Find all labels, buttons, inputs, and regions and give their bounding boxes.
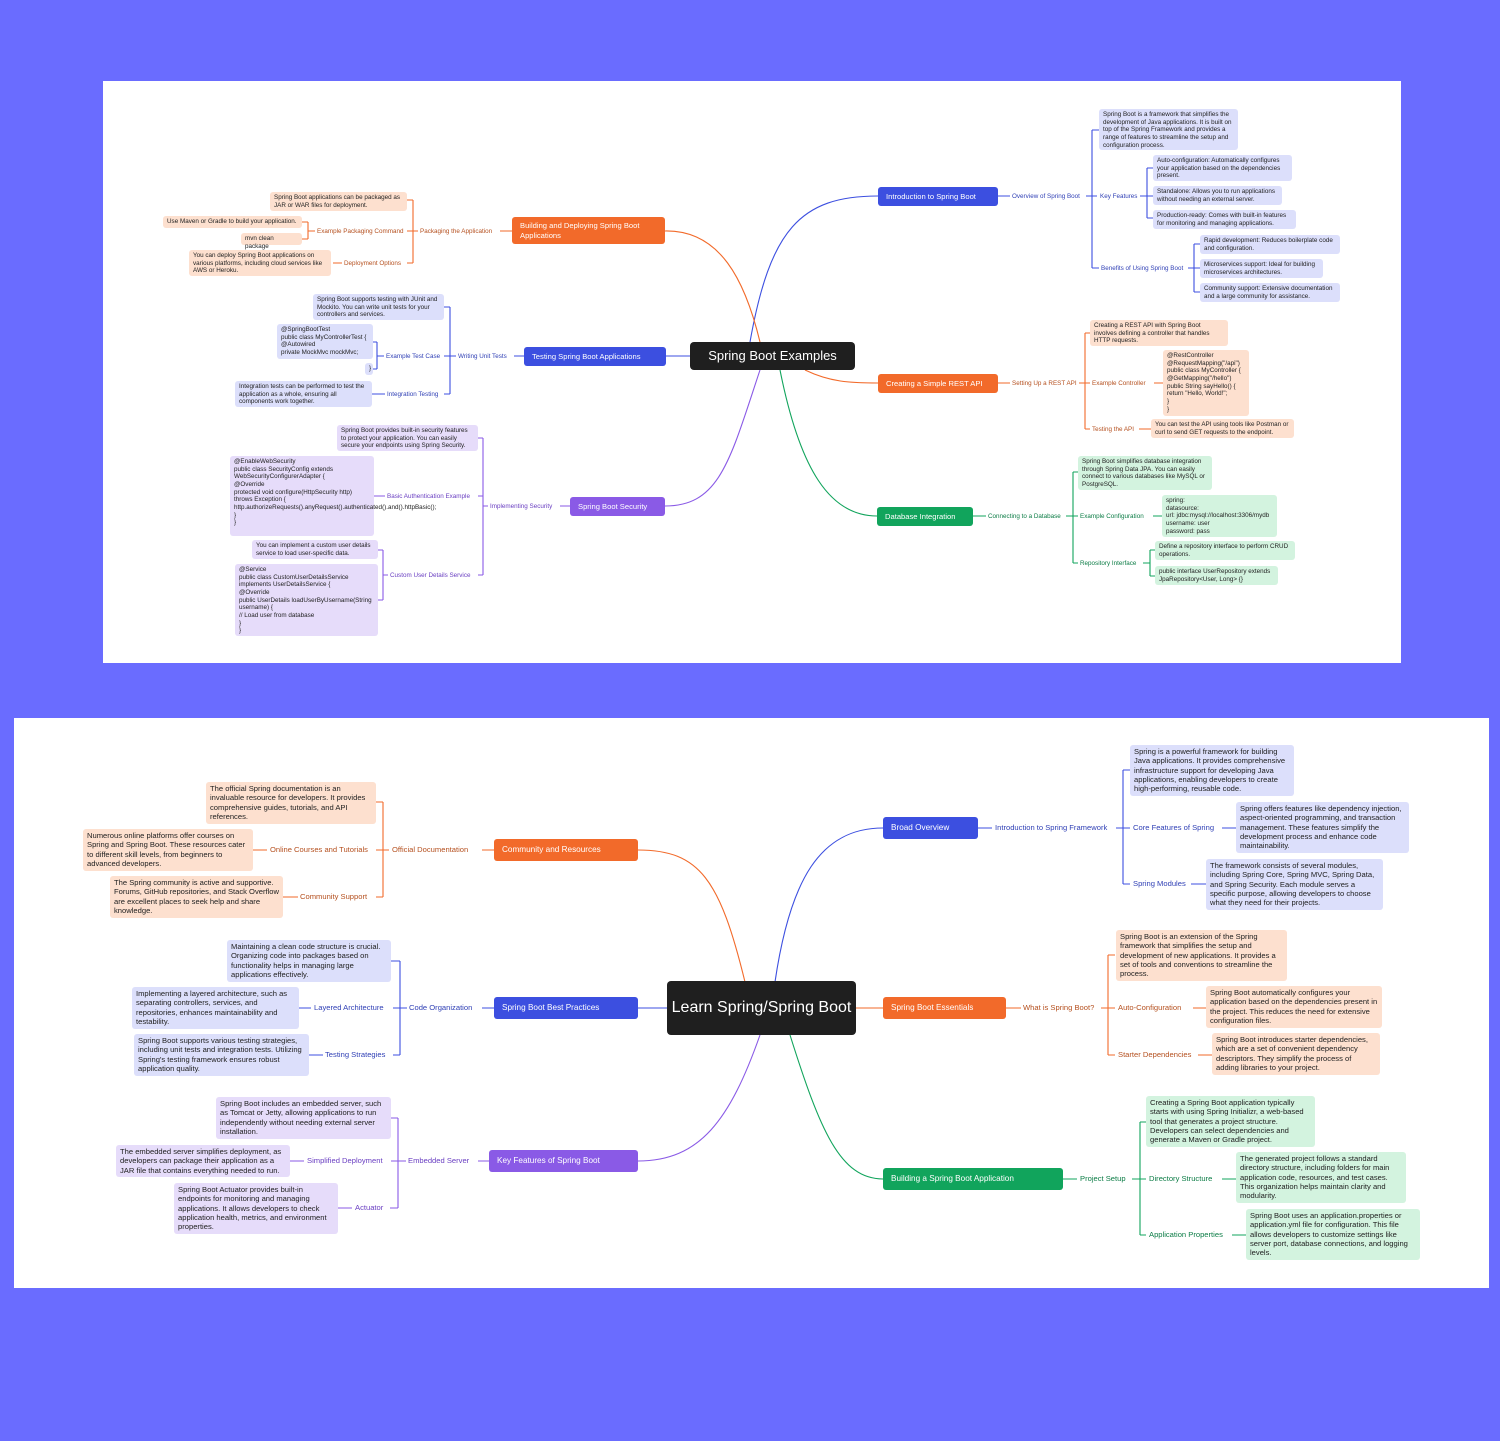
properties-desc[interactable]: Spring Boot uses an application.properti…: [1246, 1209, 1420, 1260]
topic-connecting-db[interactable]: Connecting to a Database: [986, 511, 1063, 522]
topic-auto-configuration[interactable]: Auto-Configuration: [1116, 1002, 1184, 1014]
topic-example-controller[interactable]: Example Controller: [1090, 378, 1148, 389]
branch-essentials[interactable]: Spring Boot Essentials: [883, 997, 1006, 1019]
maven-gradle-note[interactable]: Use Maven or Gradle to build your applic…: [163, 216, 302, 228]
topic-packaging[interactable]: Packaging the Application: [418, 226, 495, 237]
topic-example-config[interactable]: Example Configuration: [1078, 511, 1146, 522]
controller-code[interactable]: @RestController @RequestMapping("/api") …: [1163, 350, 1249, 416]
topic-project-setup[interactable]: Project Setup: [1078, 1173, 1128, 1185]
branch-building-deploying[interactable]: Building and Deploying Spring Boot Appli…: [512, 217, 665, 244]
test-case-close[interactable]: }: [365, 363, 373, 375]
topic-setup-rest[interactable]: Setting Up a REST API: [1010, 378, 1079, 389]
testing-api-desc[interactable]: You can test the API using tools like Po…: [1151, 419, 1294, 438]
topic-starter-dependencies[interactable]: Starter Dependencies: [1116, 1049, 1194, 1061]
test-case-code[interactable]: @SpringBootTest public class MyControlle…: [277, 324, 373, 359]
branch-introduction[interactable]: Introduction to Spring Boot: [878, 187, 998, 206]
topic-implementing-security[interactable]: Implementing Security: [488, 501, 555, 512]
topic-unit-tests[interactable]: Writing Unit Tests: [456, 351, 509, 362]
topic-actuator[interactable]: Actuator: [353, 1202, 386, 1214]
topic-packaging-command[interactable]: Example Packaging Command: [315, 226, 406, 237]
topic-application-properties[interactable]: Application Properties: [1147, 1229, 1225, 1241]
spring-desc[interactable]: Spring is a powerful framework for build…: [1130, 745, 1294, 796]
security-desc[interactable]: Spring Boot provides built-in security f…: [337, 425, 478, 451]
embedded-desc[interactable]: Spring Boot includes an embedded server,…: [216, 1097, 391, 1139]
benefit-microservices[interactable]: Microservices support: Ideal for buildin…: [1200, 259, 1323, 278]
benefit-rapid[interactable]: Rapid development: Reduces boilerplate c…: [1200, 235, 1340, 254]
integration-desc[interactable]: Integration tests can be performed to te…: [235, 381, 372, 407]
topic-online-courses[interactable]: Online Courses and Tutorials: [268, 844, 370, 856]
topic-intro-spring[interactable]: Introduction to Spring Framework: [993, 822, 1110, 834]
topic-overview[interactable]: Overview of Spring Boot: [1010, 191, 1082, 202]
topic-directory-structure[interactable]: Directory Structure: [1147, 1173, 1215, 1185]
modules-desc[interactable]: The framework consists of several module…: [1206, 859, 1383, 910]
topic-benefits[interactable]: Benefits of Using Spring Boot: [1099, 263, 1186, 274]
topic-community-support[interactable]: Community Support: [298, 891, 370, 903]
unit-tests-desc[interactable]: Spring Boot supports testing with JUnit …: [313, 294, 444, 320]
layered-desc[interactable]: Implementing a layered architecture, suc…: [132, 987, 299, 1029]
basic-auth-code[interactable]: @EnableWebSecurity public class Security…: [230, 456, 436, 536]
branch-best-practices[interactable]: Spring Boot Best Practices: [494, 997, 638, 1019]
project-setup-desc[interactable]: Creating a Spring Boot application typic…: [1146, 1096, 1315, 1147]
topic-custom-user-details[interactable]: Custom User Details Service: [388, 570, 473, 581]
simplified-desc[interactable]: The embedded server simplifies deploymen…: [116, 1145, 290, 1177]
kf-standalone[interactable]: Standalone: Allows you to run applicatio…: [1153, 186, 1282, 205]
code-organization-desc[interactable]: Maintaining a clean code structure is cr…: [227, 940, 391, 982]
branch-rest-api[interactable]: Creating a Simple REST API: [878, 374, 998, 393]
topic-deployment-options[interactable]: Deployment Options: [342, 258, 404, 269]
branch-testing[interactable]: Testing Spring Boot Applications: [524, 347, 666, 366]
topic-simplified-deployment[interactable]: Simplified Deployment: [305, 1155, 385, 1167]
directory-desc[interactable]: The generated project follows a standard…: [1236, 1152, 1406, 1203]
benefit-community[interactable]: Community support: Extensive documentati…: [1200, 283, 1340, 302]
testing-strategies-desc[interactable]: Spring Boot supports various testing str…: [134, 1034, 309, 1076]
db-desc[interactable]: Spring Boot simplifies database integrat…: [1078, 456, 1212, 490]
topic-basic-auth[interactable]: Basic Authentication Example: [385, 491, 472, 502]
docs-desc[interactable]: The official Spring documentation is an …: [206, 782, 376, 824]
custom-user-desc[interactable]: You can implement a custom user details …: [252, 540, 378, 559]
core-features-desc[interactable]: Spring offers features like dependency i…: [1236, 802, 1409, 853]
custom-user-code[interactable]: @Service public class CustomUserDetailsS…: [235, 564, 378, 636]
actuator-desc[interactable]: Spring Boot Actuator provides built-in e…: [174, 1183, 338, 1234]
db-config[interactable]: spring: datasource: url: jdbc:mysql://lo…: [1162, 495, 1277, 537]
branch-community[interactable]: Community and Resources: [494, 839, 638, 861]
topic-spring-modules[interactable]: Spring Modules: [1131, 878, 1188, 890]
courses-desc[interactable]: Numerous online platforms offer courses …: [83, 829, 253, 871]
packaging-desc[interactable]: Spring Boot applications can be packaged…: [270, 192, 407, 211]
topic-layered-architecture[interactable]: Layered Architecture: [312, 1002, 386, 1014]
topic-testing-strategies[interactable]: Testing Strategies: [323, 1049, 388, 1061]
repo-code[interactable]: public interface UserRepository extends …: [1155, 566, 1278, 585]
overview-desc[interactable]: Spring Boot is a framework that simplifi…: [1099, 109, 1238, 150]
rest-desc[interactable]: Creating a REST API with Spring Boot inv…: [1090, 320, 1228, 346]
branch-building-app[interactable]: Building a Spring Boot Application: [883, 1168, 1063, 1190]
auto-configuration-desc[interactable]: Spring Boot automatically configures you…: [1206, 986, 1382, 1028]
starter-desc[interactable]: Spring Boot introduces starter dependenc…: [1212, 1033, 1380, 1075]
mvn-command[interactable]: mvn clean package: [241, 233, 302, 250]
topic-key-features[interactable]: Key Features: [1098, 191, 1140, 202]
topic-repository[interactable]: Repository Interface: [1078, 558, 1139, 569]
deployment-desc[interactable]: You can deploy Spring Boot applications …: [189, 250, 331, 276]
branch-key-features[interactable]: Key Features of Spring Boot: [489, 1150, 638, 1172]
kf-production-ready[interactable]: Production-ready: Comes with built-in fe…: [1153, 210, 1296, 229]
branch-broad-overview[interactable]: Broad Overview: [883, 817, 978, 839]
topic-testing-api[interactable]: Testing the API: [1090, 424, 1137, 435]
central-topic[interactable]: Spring Boot Examples: [690, 342, 855, 370]
repo-desc[interactable]: Define a repository interface to perform…: [1155, 541, 1295, 560]
central-topic-2[interactable]: Learn Spring/Spring Boot: [667, 981, 856, 1035]
topic-official-docs[interactable]: Official Documentation: [390, 844, 471, 856]
topic-embedded-server[interactable]: Embedded Server: [406, 1155, 472, 1167]
what-is-boot-desc[interactable]: Spring Boot is an extension of the Sprin…: [1116, 930, 1287, 981]
branch-security[interactable]: Spring Boot Security: [570, 497, 665, 516]
topic-what-is-boot[interactable]: What is Spring Boot?: [1021, 1002, 1097, 1014]
support-desc[interactable]: The Spring community is active and suppo…: [110, 876, 283, 918]
topic-example-test-case[interactable]: Example Test Case: [384, 351, 443, 362]
topic-integration-testing[interactable]: Integration Testing: [385, 389, 441, 400]
topic-core-features[interactable]: Core Features of Spring: [1131, 822, 1217, 834]
branch-database[interactable]: Database Integration: [877, 507, 973, 526]
kf-auto-configuration[interactable]: Auto-configuration: Automatically config…: [1153, 155, 1292, 181]
topic-code-organization[interactable]: Code Organization: [407, 1002, 475, 1014]
